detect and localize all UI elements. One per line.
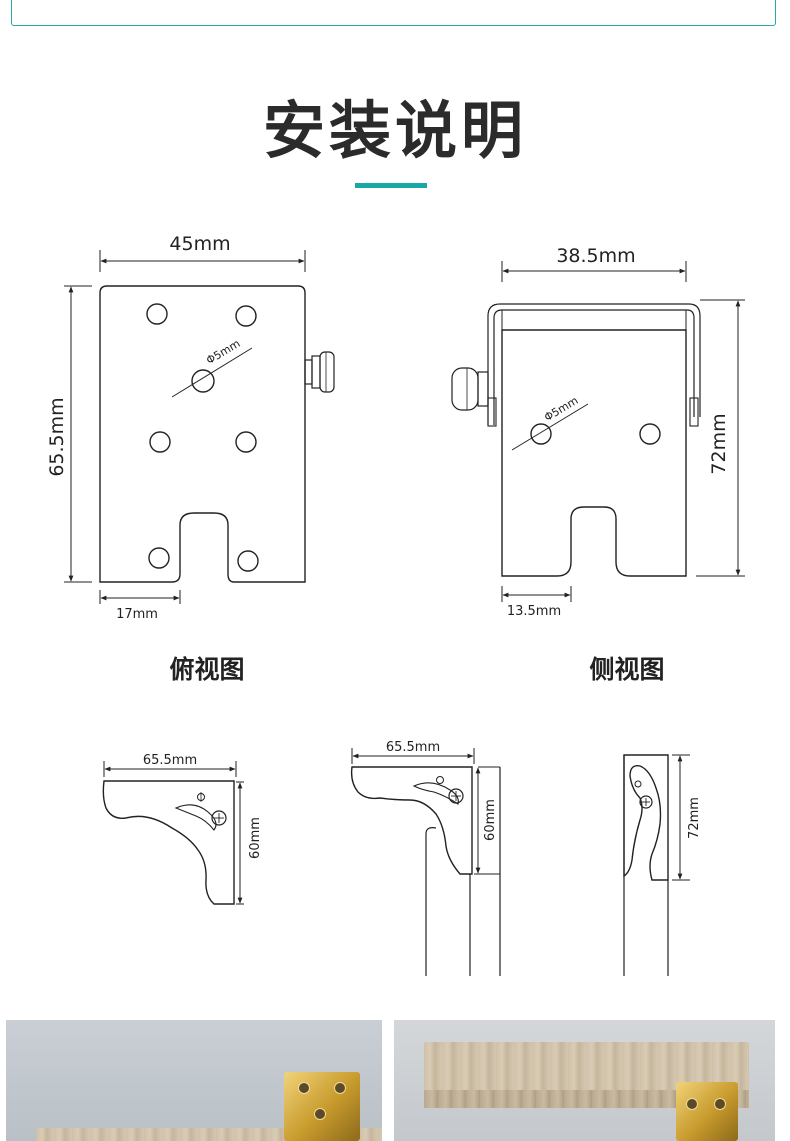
top-view-label: 俯视图: [169, 655, 244, 684]
side-view-label: 侧视图: [589, 655, 664, 684]
page-title: 安装说明: [262, 94, 527, 167]
top-view-offset-dim: 17mm: [116, 607, 158, 622]
side-view-drawing: [451, 261, 745, 602]
open-hinge-drawing: [623, 754, 690, 976]
folded-hinge-drawing: [102, 761, 244, 905]
top-view-width-dim: 45mm: [169, 233, 230, 255]
half-open-width-dim: 65.5mm: [386, 740, 440, 755]
half-open-height-dim: 60mm: [483, 799, 498, 841]
top-view-hole-dim: Φ5mm: [204, 337, 242, 367]
side-view-offset-dim: 13.5mm: [507, 604, 561, 619]
wood-board-edge: [424, 1090, 749, 1108]
side-view-hole-dim: Φ5mm: [542, 394, 580, 424]
top-frame-border: [11, 0, 776, 26]
product-photo-left: [6, 1020, 382, 1141]
side-view-width-dim: 38.5mm: [556, 245, 635, 267]
hinge-bracket: [676, 1082, 738, 1141]
hinge-bracket: [284, 1072, 360, 1141]
top-view-drawing: [64, 250, 335, 604]
title-underline: [355, 183, 427, 188]
half-open-hinge-drawing: [350, 748, 501, 976]
folded-width-dim: 65.5mm: [143, 753, 197, 768]
product-photo-right: [394, 1020, 775, 1141]
top-view-height-dim: 65.5mm: [46, 397, 68, 476]
open-height-dim: 72mm: [687, 797, 702, 839]
side-view-height-dim: 72mm: [708, 413, 730, 474]
folded-height-dim: 60mm: [248, 817, 263, 859]
technical-drawing: 45mm 65.5mm Φ5mm 17mm 俯视图 38.5: [46, 233, 745, 976]
